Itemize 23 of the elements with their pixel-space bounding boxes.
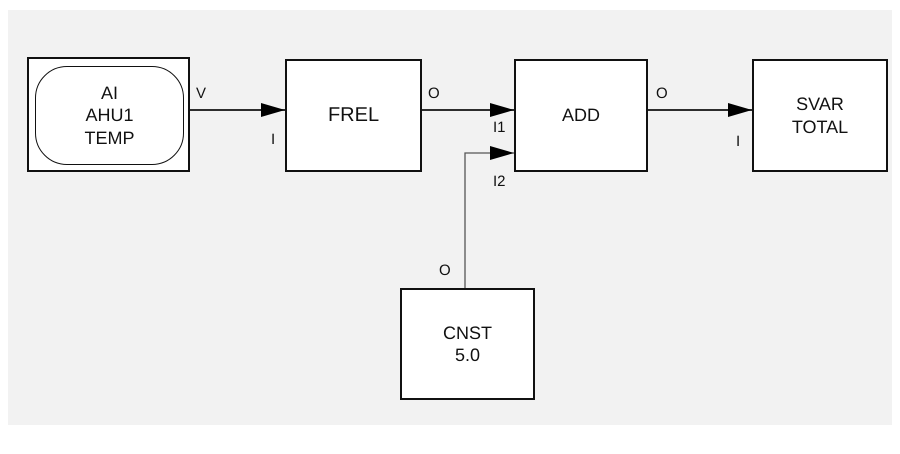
- port-label: I: [271, 132, 276, 147]
- function-block: [514, 59, 648, 172]
- function-block: [285, 59, 422, 172]
- port-label: O: [428, 86, 440, 101]
- constant-block: [400, 288, 535, 400]
- port-label: O: [439, 263, 451, 278]
- block-label: AI AHU1 TEMP: [83, 82, 136, 150]
- port-label: O: [656, 86, 668, 101]
- block-label: FREL: [328, 103, 380, 128]
- connector-arrow: [422, 103, 514, 117]
- block-label: ADD: [562, 104, 600, 127]
- input-block: [35, 66, 184, 165]
- block-frame: [27, 57, 190, 172]
- connector-arrow: [190, 103, 285, 117]
- block-label: CNST 5.0: [442, 322, 493, 366]
- connector-arrow: [648, 103, 752, 117]
- port-label: V: [196, 86, 206, 101]
- block-label: SVAR TOTAL: [790, 93, 850, 138]
- port-label: I: [736, 134, 740, 149]
- port-label: I1: [493, 120, 506, 135]
- port-label: I2: [493, 174, 506, 189]
- output-block: [752, 59, 888, 172]
- connector-arrow: [464, 146, 514, 288]
